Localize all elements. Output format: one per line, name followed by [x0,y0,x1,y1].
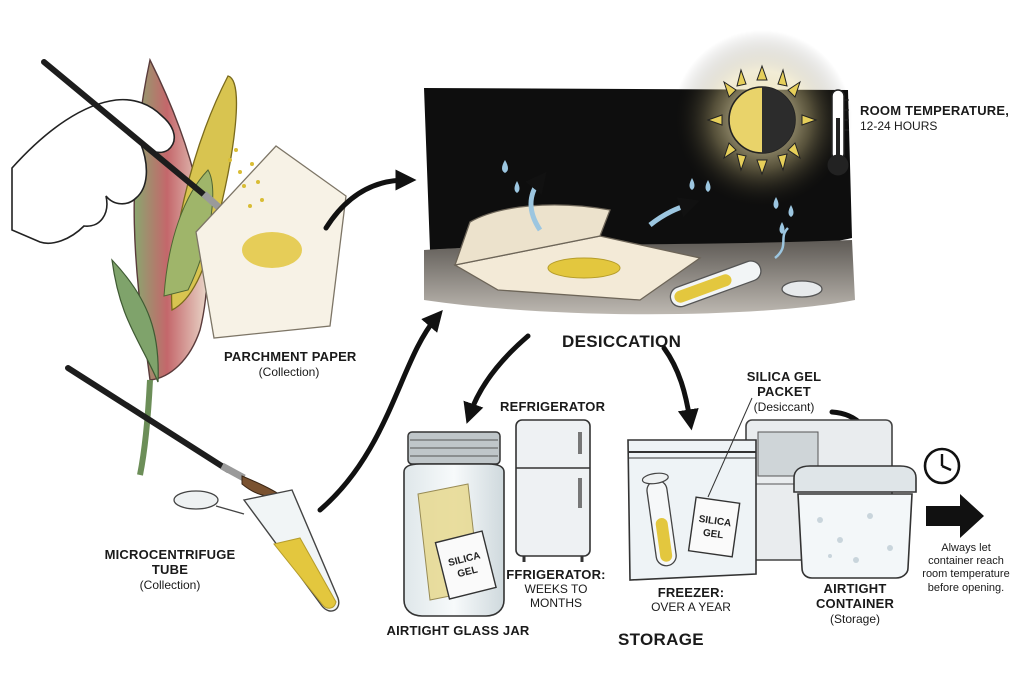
freezer-duration-title: FREEZER: [657,585,725,600]
silica-gel-label: SILICA GEL [746,369,822,384]
evaporation-arrow [648,197,700,227]
airtight-container-sublabel: (Storage) [829,612,881,626]
clock-icon [923,447,961,485]
microcentrifuge-sublabel: (Collection) [139,578,201,592]
arrow-tube-to-desiccation [317,310,443,513]
thermometer-icon [827,89,849,176]
arrow-right-icon [926,494,984,538]
airtight-container-label: AIRTIGHT [823,581,887,596]
silica-gel-sublabel: (Desiccant) [753,400,815,414]
room-temp-duration: 12-24 HOURS [860,119,938,133]
fridge-duration-title: FFRIGERATOR: [506,567,606,582]
silica-gel-packet: SILICA GEL [687,496,741,558]
microcentrifuge-tube [173,489,340,612]
glass-jar-icon: SILICA GEL [403,431,505,617]
silica-gel-packet: SILICA GEL [434,530,497,600]
paintbrush-icon [65,365,284,497]
zip-bag-icon: SILICA GEL [627,397,757,581]
bag-tube [641,472,677,567]
silica-leader-line [707,397,753,498]
svg-text:SILICA: SILICA [698,514,732,529]
fridge-duration-1: WEEKS TO [524,582,588,596]
arrow-to-freezer [661,345,699,431]
microcentrifuge-label: MICROCENTRIFUGE [104,547,236,562]
pollen-on-parchment [242,232,302,268]
arrow-parchment-to-desiccation [323,169,417,231]
evaporation-wisp [774,227,789,259]
airtight-container [793,465,917,579]
desiccation-heading: DESICCATION [562,332,682,351]
arrow-to-refrigerator [463,333,531,424]
fridge-duration-2: MONTHS [530,596,582,610]
pollen-dust [228,148,264,208]
tube-drying [669,260,762,308]
storage-heading: STORAGE [618,630,704,649]
refrigerator-icon [515,419,591,562]
svg-text:GEL: GEL [702,528,724,542]
room-temp-title: ROOM TEMPERATURE, [860,103,1010,118]
glass-jar-label: AIRTIGHT GLASS JAR [386,623,530,638]
microcentrifuge-label-2: TUBE [151,562,189,577]
tube-lid [173,490,219,510]
sun-icon [706,64,818,176]
refrigerator-label: REFRIGERATOR [500,399,606,414]
parchment-paper-label: PARCHMENT PAPER [224,349,357,364]
parchment-paper-sublabel: (Collection) [258,365,320,379]
parchment-fold [454,204,611,266]
water-drop-icon [502,160,794,234]
warming-note: Always let container reach room temperat… [922,542,1010,594]
svg-text:GEL: GEL [456,564,479,580]
evaporation-arrow [525,171,547,232]
pollen-pile [547,257,621,279]
tube-cap [781,280,823,298]
desiccation-scene [424,30,855,315]
freezer-duration: OVER A YEAR [651,600,731,614]
airtight-container-label-2: CONTAINER [815,596,895,611]
silica-gel-label-2: PACKET [757,384,811,399]
